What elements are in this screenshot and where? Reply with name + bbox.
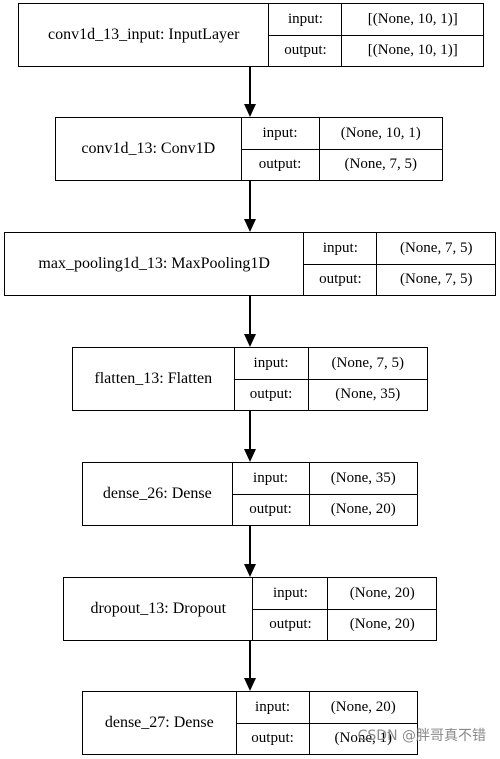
io-table: input: (None, 10, 1) output: (None, 7, 5… (241, 118, 442, 180)
input-value: (None, 35) (330, 469, 396, 486)
input-row: input: (None, 35) (233, 463, 417, 494)
layer-name: conv1d_13_input: InputLayer (19, 4, 270, 66)
output-value: (None, 20) (349, 616, 415, 633)
arrow-input-to-conv1d (244, 67, 256, 117)
output-label: output: (237, 723, 310, 754)
output-label: output: (269, 35, 343, 66)
input-value: [(None, 10, 1)] (367, 10, 458, 27)
output-row: output: (None, 20) (232, 493, 417, 525)
output-label: output: (235, 379, 309, 410)
input-row: input: (None, 7, 5) (235, 348, 427, 379)
input-value: (None, 10, 1) (340, 124, 421, 141)
output-value: (None, 1) (334, 730, 393, 747)
output-value: (None, 7, 5) (399, 271, 473, 288)
output-label: output: (242, 149, 320, 180)
layer-name: max_pooling1d_13: MaxPooling1D (5, 233, 305, 295)
input-row: input: (None, 10, 1) (242, 118, 442, 149)
layer-box-flatten: flatten_13: Flatten input: (None, 7, 5) … (72, 347, 428, 411)
layer-box-dense-27: dense_27: Dense input: (None, 20) output… (82, 691, 418, 755)
output-value: (None, 7, 5) (344, 156, 417, 173)
watermark-text: CSDN @胖哥真不错 (357, 728, 486, 744)
io-table: input: (None, 35) output: (None, 20) (232, 463, 417, 525)
input-label: input: (237, 692, 310, 723)
io-table: input: (None, 7, 5) output: (None, 7, 5) (304, 233, 495, 295)
output-value: (None, 35) (335, 386, 401, 403)
layer-name: flatten_13: Flatten (73, 348, 235, 410)
output-row: output: (None, 35) (234, 378, 427, 410)
input-value: (None, 7, 5) (399, 239, 473, 256)
layer-box-dense-26: dense_26: Dense input: (None, 35) output… (82, 462, 418, 526)
input-value: (None, 20) (330, 698, 396, 715)
input-value: (None, 20) (349, 584, 415, 601)
io-table: input: (None, 20) output: (None, 1) (236, 692, 417, 754)
arrow-dropout-to-dense-27 (244, 641, 256, 691)
layer-box-maxpool: max_pooling1d_13: MaxPooling1D input: (N… (4, 232, 496, 296)
output-row: output: [(None, 10, 1)] (269, 34, 483, 66)
input-value: (None, 7, 5) (331, 354, 405, 371)
output-value: (None, 20) (330, 501, 396, 518)
input-row: input: [(None, 10, 1)] (269, 4, 483, 35)
output-row: output: (None, 7, 5) (304, 263, 495, 295)
input-row: input: (None, 7, 5) (304, 233, 495, 264)
layer-box-input: conv1d_13_input: InputLayer input: [(Non… (18, 3, 484, 67)
input-label: input: (235, 348, 309, 379)
input-label: input: (253, 578, 329, 609)
input-label: input: (233, 463, 310, 494)
layer-name: dense_26: Dense (83, 463, 233, 525)
output-row: output: (None, 7, 5) (241, 148, 442, 180)
layer-box-dropout: dropout_13: Dropout input: (None, 20) ou… (63, 577, 437, 641)
io-table: input: [(None, 10, 1)] output: [(None, 1… (269, 4, 483, 66)
layer-box-conv1d: conv1d_13: Conv1D input: (None, 10, 1) o… (55, 117, 443, 181)
arrow-maxpool-to-flatten (244, 296, 256, 347)
arrow-conv1d-to-maxpool (244, 181, 256, 232)
arrow-flatten-to-dense-26 (244, 411, 256, 462)
input-row: input: (None, 20) (253, 578, 436, 609)
layer-name: conv1d_13: Conv1D (56, 118, 242, 180)
layer-name: dense_27: Dense (83, 692, 237, 754)
arrow-dense-26-to-dropout (244, 526, 256, 577)
output-label: output: (253, 609, 329, 640)
output-label: output: (233, 494, 310, 525)
output-value: [(None, 10, 1)] (367, 42, 458, 59)
io-table: input: (None, 7, 5) output: (None, 35) (234, 348, 427, 410)
layer-name: dropout_13: Dropout (64, 578, 254, 640)
output-label: output: (304, 264, 378, 295)
input-label: input: (304, 233, 378, 264)
input-label: input: (242, 118, 320, 149)
input-label: input: (269, 4, 343, 35)
io-table: input: (None, 20) output: (None, 20) (253, 578, 436, 640)
output-row: output: (None, 20) (253, 608, 436, 640)
output-row: output: (None, 1) (236, 722, 417, 754)
input-row: input: (None, 20) (237, 692, 417, 723)
